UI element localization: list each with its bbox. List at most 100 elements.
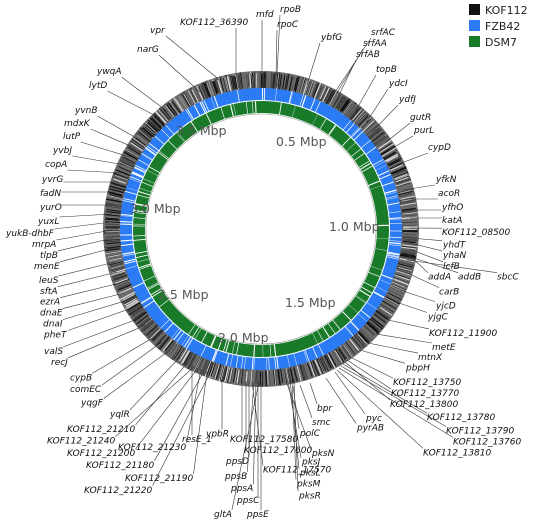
kof112-feature-tick: [116, 281, 129, 288]
kof112-feature-tick: [231, 76, 235, 90]
kof112-feature-tick: [316, 358, 324, 375]
kof112-feature-tick: [370, 320, 382, 330]
fzb42-gap: [304, 350, 310, 362]
kof112-feature-tick: [202, 83, 209, 98]
kof112-feature-tick: [316, 86, 324, 100]
gene-label-gutr: gutR: [410, 113, 431, 123]
gene-leader-line: [406, 259, 498, 273]
kof112-feature-tick: [109, 262, 125, 267]
dsm7-gap: [220, 107, 225, 119]
dsm7-gap: [229, 104, 234, 117]
gene-label-kof112-21200: KOF112_21200: [67, 449, 136, 459]
dsm7-gap: [355, 295, 366, 304]
gene-label-yuro: yurO: [39, 203, 62, 213]
kof112-feature-tick: [397, 261, 414, 266]
gene-label-mfd: mfd: [256, 10, 274, 20]
kof112-feature-tick: [399, 200, 416, 205]
kof112-feature-tick: [125, 299, 138, 307]
kof112-feature-tick: [390, 166, 407, 175]
gene-leader-line: [67, 169, 122, 174]
fzb42-gap: [120, 223, 133, 225]
gene-leader-line: [58, 261, 116, 277]
dsm7-gap: [190, 121, 199, 133]
kof112-feature-tick: [352, 108, 363, 121]
kof112-feature-tick: [332, 94, 341, 108]
gene-leader-line: [90, 128, 136, 149]
kof112-feature-tick: [347, 338, 359, 353]
kof112-feature-tick: [265, 71, 267, 87]
kof112-feature-tick: [273, 369, 277, 386]
kof112-feature-tick: [212, 81, 218, 95]
kof112-feature-tick: [288, 76, 294, 92]
kof112-feature-tick: [331, 94, 340, 108]
kof112-feature-tick: [213, 363, 219, 378]
gene-label-pksm: pksM: [296, 480, 321, 490]
kof112-feature-tick: [216, 364, 222, 380]
gene-label-dnai: dnaI: [43, 320, 63, 330]
kof112-feature-tick: [395, 177, 410, 184]
kof112-feature-tick: [319, 85, 327, 100]
kof112-feature-tick: [119, 291, 136, 301]
kof112-feature-tick: [226, 368, 231, 383]
kof112-feature-tick: [225, 76, 229, 92]
kof112-feature-tick: [270, 72, 272, 89]
dsm7-gap: [342, 311, 352, 321]
kof112-feature-tick: [285, 367, 290, 385]
dsm7-gap: [210, 335, 216, 347]
kof112-feature-tick: [193, 355, 202, 371]
kof112-feature-tick: [141, 321, 154, 332]
gene-label-copa: copA: [45, 160, 67, 170]
kof112-feature-tick: [182, 350, 191, 364]
fzb42-gap: [288, 91, 293, 104]
dsm7-gap: [328, 124, 336, 135]
kof112-feature-tick: [320, 87, 329, 103]
kof112-feature-tick: [395, 174, 410, 181]
kof112-feature-tick: [106, 246, 121, 249]
legend-swatch-dsm7: [469, 36, 480, 47]
gene-label-vpr: vpr: [150, 26, 166, 36]
kof112-feature-tick: [400, 246, 417, 250]
kof112-feature-tick: [106, 248, 122, 252]
kof112-feature-tick: [392, 284, 405, 291]
kof112-feature-tick: [387, 157, 402, 166]
gene-leader-line: [152, 372, 211, 486]
kof112-feature-tick: [143, 123, 157, 135]
kof112-feature-tick: [119, 162, 134, 170]
kof112-feature-tick: [140, 130, 153, 141]
gene-leader-line: [103, 349, 171, 399]
kof112-feature-tick: [387, 292, 403, 301]
fzb42-gap: [125, 265, 138, 270]
dsm7-gap: [139, 265, 152, 270]
kof112-feature-tick: [381, 299, 397, 310]
kof112-feature-tick: [127, 302, 143, 313]
kof112-feature-tick: [359, 328, 373, 342]
kof112-feature-tick: [250, 74, 253, 90]
kof112-feature-tick: [105, 235, 119, 238]
gene-leader-line: [346, 359, 392, 390]
kof112-feature-tick: [118, 166, 132, 173]
fzb42-ring-gaps: [120, 87, 403, 370]
kof112-feature-tick: [320, 355, 328, 371]
kof112-feature-tick: [110, 265, 124, 271]
gene-label-rese-1: resE_1: [182, 435, 212, 445]
gene-label-pyrab: pyrAB: [356, 423, 384, 433]
gene-label-ppsc: ppsC: [236, 496, 260, 506]
kof112-feature-tick: [402, 238, 419, 241]
kof112-feature-tick: [214, 363, 220, 380]
gene-leader-line: [57, 237, 114, 252]
fzb42-gap: [145, 147, 156, 156]
kof112-feature-tick: [216, 79, 222, 94]
fzb42-middle-ring: [120, 88, 402, 370]
fzb42-gap: [389, 240, 402, 242]
kof112-feature-tick: [206, 360, 213, 376]
kof112-feature-tick: [111, 272, 126, 279]
kof112-feature-tick: [343, 344, 353, 357]
kof112-feature-tick: [385, 294, 401, 304]
fzb42-gap: [122, 200, 135, 204]
kof112-feature-tick: [373, 312, 387, 322]
kof112-feature-tick: [124, 297, 137, 306]
kof112-feature-tick: [103, 240, 122, 243]
fzb42-gap: [145, 147, 156, 155]
kof112-feature-tick: [157, 111, 168, 123]
